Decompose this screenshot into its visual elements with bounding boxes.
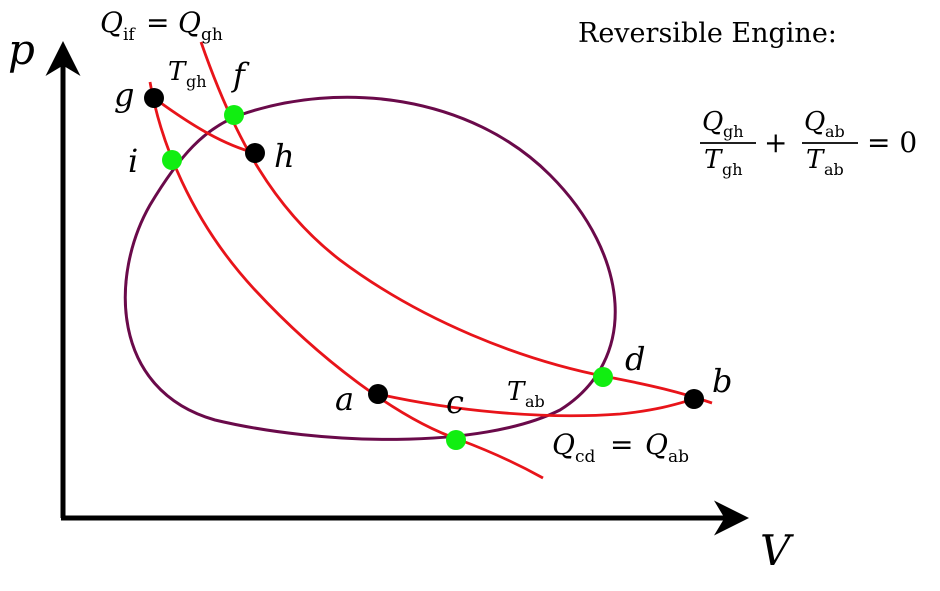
svg-text:T: T: [806, 145, 825, 175]
y-axis-label: p: [8, 25, 35, 74]
point-d: [593, 367, 613, 387]
point-g: [144, 88, 164, 108]
svg-text:= 0: = 0: [867, 126, 917, 159]
svg-text:Q: Q: [100, 6, 123, 39]
svg-text:gh: gh: [186, 72, 207, 91]
svg-text:Q: Q: [645, 428, 668, 461]
annotation-tab: T ab: [507, 377, 545, 411]
svg-text:Q: Q: [552, 428, 575, 461]
svg-text:gh: gh: [723, 122, 744, 141]
svg-text:cd: cd: [575, 447, 596, 467]
svg-text:T: T: [507, 377, 526, 407]
svg-text:ab: ab: [825, 122, 845, 141]
svg-text:ab: ab: [824, 160, 844, 179]
x-axis-label: V: [760, 526, 794, 575]
annotation-qcd-equals-qab: Q cd = Q ab: [552, 428, 689, 467]
label-d: d: [625, 340, 645, 378]
label-b: b: [712, 362, 732, 400]
svg-text:gh: gh: [201, 25, 223, 45]
svg-text:gh: gh: [722, 160, 743, 179]
svg-text:Q: Q: [702, 107, 723, 137]
annotation-tgh: T gh: [168, 57, 207, 91]
label-g: g: [114, 76, 134, 114]
svg-text:=: =: [146, 6, 169, 39]
point-h: [245, 143, 265, 163]
isotherm-a-b: [377, 392, 695, 418]
adiabat-i-a: [148, 81, 544, 480]
point-b: [684, 389, 704, 409]
svg-text:T: T: [168, 57, 187, 87]
label-f: f: [231, 56, 250, 94]
svg-text:+: +: [764, 126, 787, 159]
label-i: i: [128, 142, 138, 180]
label-c: c: [446, 383, 464, 421]
svg-text:ab: ab: [525, 392, 545, 411]
point-a: [368, 384, 388, 404]
label-a: a: [335, 380, 354, 418]
svg-text:ab: ab: [668, 447, 689, 467]
title: Reversible Engine:: [578, 18, 837, 49]
point-i: [162, 150, 182, 170]
reversibility-equation: Q gh T gh + Q ab T ab = 0: [700, 107, 917, 179]
label-h: h: [274, 137, 295, 175]
svg-text:Q: Q: [178, 6, 201, 39]
point-f: [224, 105, 244, 125]
svg-text:if: if: [123, 25, 136, 45]
point-c: [446, 430, 466, 450]
svg-text:=: =: [610, 428, 633, 461]
annotation-qif-equals-qgh: Q if = Q gh: [100, 6, 223, 45]
svg-text:T: T: [704, 145, 723, 175]
svg-text:Q: Q: [804, 107, 825, 137]
isotherm-g-h: [153, 96, 256, 155]
